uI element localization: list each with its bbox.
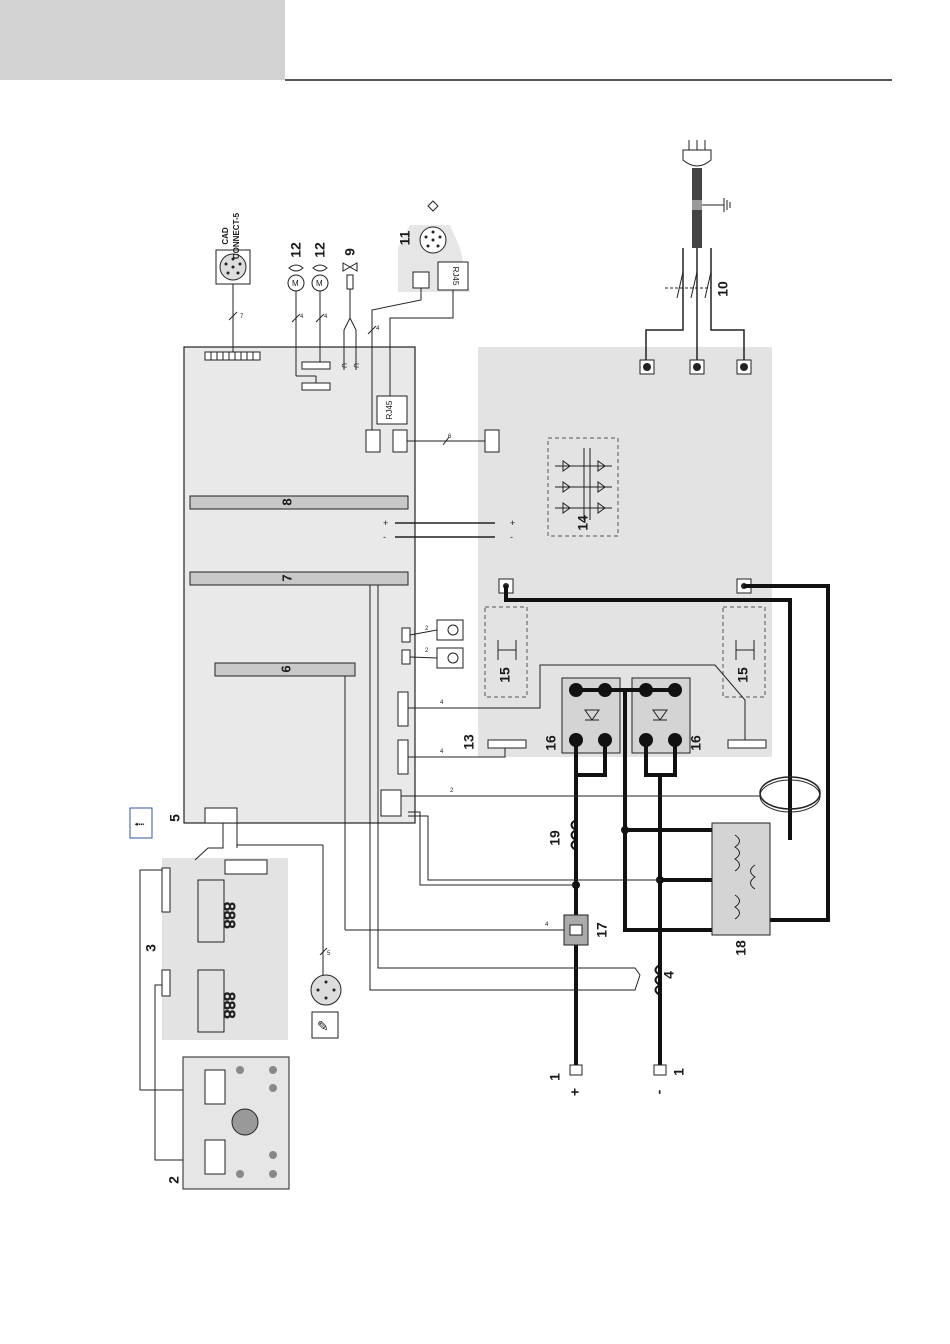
igbt-driver-connector-1 — [398, 692, 408, 726]
label-4: 4 — [661, 971, 677, 979]
wire-count-4b: 4 — [324, 314, 328, 320]
gate-driver-strip-1 — [488, 740, 526, 748]
torch-icon: ✎ — [317, 1018, 329, 1034]
fan-icon-1 — [289, 265, 303, 271]
wire-count-4c: 4 — [376, 326, 380, 332]
label-7: 7 — [279, 574, 294, 581]
svg-text:⊂: ⊂ — [353, 361, 360, 370]
remote-small-box — [413, 272, 429, 288]
header-tab — [0, 0, 285, 80]
output-terminal-negative — [654, 1065, 666, 1075]
current-sensor-connector — [381, 790, 401, 816]
wire-count-6: 6 — [448, 434, 452, 440]
wire-count-7: 7 — [240, 314, 244, 320]
wire-count-2c: 2 — [450, 788, 454, 794]
fan-connector-2 — [302, 383, 330, 390]
label-16a: 16 — [543, 735, 559, 751]
wire-count-4e: 4 — [440, 749, 444, 755]
network-icon — [428, 201, 438, 211]
label-15a: 15 — [497, 667, 513, 683]
usb-icon: ⭪ — [134, 816, 145, 832]
svg-text:⊂: ⊂ — [341, 361, 348, 370]
front-panel-connector — [225, 860, 267, 874]
mains-plug — [683, 150, 711, 166]
label-12a: 12 — [288, 242, 304, 258]
wire-count-4a: 4 — [300, 314, 304, 320]
label-12b: 12 — [312, 242, 328, 258]
connector-strip-8 — [190, 496, 408, 509]
label-6: 6 — [278, 665, 293, 672]
label-2: 2 — [166, 1176, 182, 1184]
label-19: 19 — [547, 830, 563, 846]
label-11: 11 — [397, 230, 413, 245]
rj45-label-board: RJ45 — [385, 400, 394, 419]
board-connector-a — [366, 430, 380, 452]
main-transformer — [712, 823, 770, 935]
svg-text:-: - — [383, 532, 386, 542]
label-18: 18 — [733, 940, 749, 956]
power-board-connector — [485, 430, 499, 452]
label-1a: 1 — [547, 1073, 563, 1081]
wire-count-4f: 4 — [545, 922, 549, 928]
torch-socket — [311, 975, 341, 1005]
thermal-connector-2 — [402, 650, 410, 664]
label-14: 14 — [575, 515, 591, 531]
thermal-connector-1 — [402, 628, 410, 642]
motor-label-2: M — [316, 279, 323, 288]
panel-display-2 — [205, 1140, 225, 1174]
label-1b: 1 — [671, 1068, 687, 1076]
label-17: 17 — [594, 922, 610, 938]
label-9: 9 — [342, 248, 358, 256]
usb-connector-board — [205, 808, 237, 823]
wire-count-2b: 2 — [425, 648, 429, 654]
svg-text:888: 888 — [220, 902, 237, 929]
panel-display-1 — [205, 1070, 225, 1104]
svg-text:-: - — [510, 532, 513, 542]
label-16b: 16 — [688, 735, 704, 751]
label-8: 8 — [279, 498, 294, 505]
output-terminal-positive — [570, 1065, 582, 1075]
label-13: 13 — [461, 734, 477, 750]
gate-driver-strip-2 — [728, 740, 766, 748]
svg-text:888: 888 — [220, 992, 237, 1019]
connector-strip-7 — [190, 572, 408, 585]
gas-valve — [343, 263, 357, 271]
igbt-driver-connector-2 — [398, 740, 408, 774]
main-switch — [665, 272, 711, 298]
label-minus: - — [651, 1089, 667, 1094]
board-connector-b — [393, 430, 407, 452]
label-plus: + — [567, 1088, 583, 1096]
motor-label-1: M — [292, 279, 299, 288]
fan-icon-2 — [313, 265, 327, 271]
fan-connector-1 — [302, 362, 330, 369]
label-3: 3 — [143, 944, 159, 952]
rj45-label-module: RJ45 — [451, 267, 460, 286]
earth-icon — [724, 198, 730, 212]
label-5: 5 — [167, 814, 183, 822]
panel-knob — [232, 1109, 258, 1135]
label-10: 10 — [715, 281, 731, 297]
pin-header — [205, 352, 260, 360]
svg-text:+: + — [510, 518, 515, 528]
wire-count-4d: 4 — [440, 700, 444, 706]
svg-text:+: + — [383, 518, 388, 528]
thermostat-1 — [437, 620, 463, 640]
wire-count-5: 5 — [327, 951, 331, 957]
thermostat-2 — [437, 648, 463, 668]
label-15b: 15 — [735, 667, 751, 683]
